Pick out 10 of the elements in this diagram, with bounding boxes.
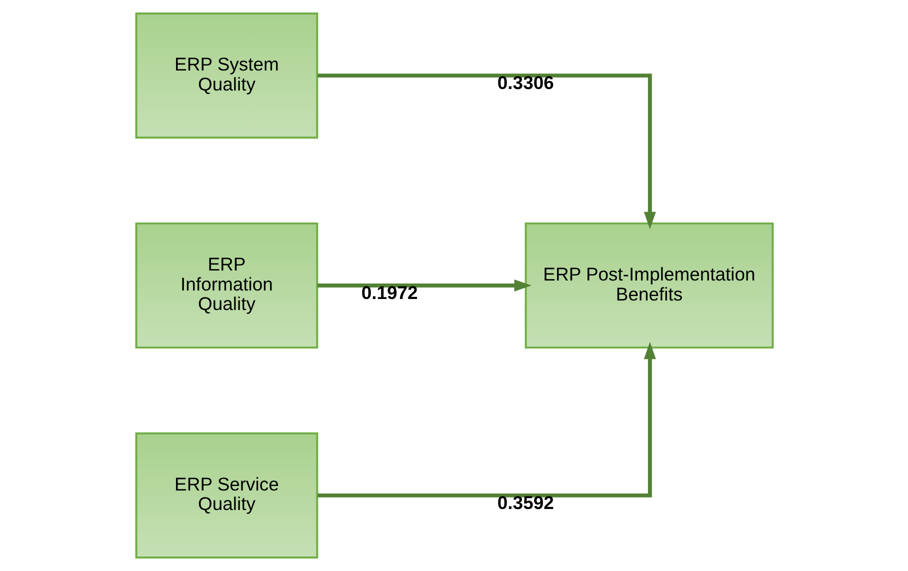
node-box: ERP Service Quality (134, 432, 318, 558)
edge-label: 0.3306 (496, 72, 554, 94)
node-box: ERP Information Quality (134, 222, 318, 349)
node-box: ERP Post-Implementation Benefits (524, 222, 774, 349)
node-box: ERP System Quality (134, 12, 318, 139)
edge-label: 0.1972 (360, 282, 418, 303)
edge-label: 0.3592 (496, 492, 554, 513)
arrow (317, 342, 656, 498)
arrow (316, 279, 531, 292)
arrow (317, 74, 656, 230)
